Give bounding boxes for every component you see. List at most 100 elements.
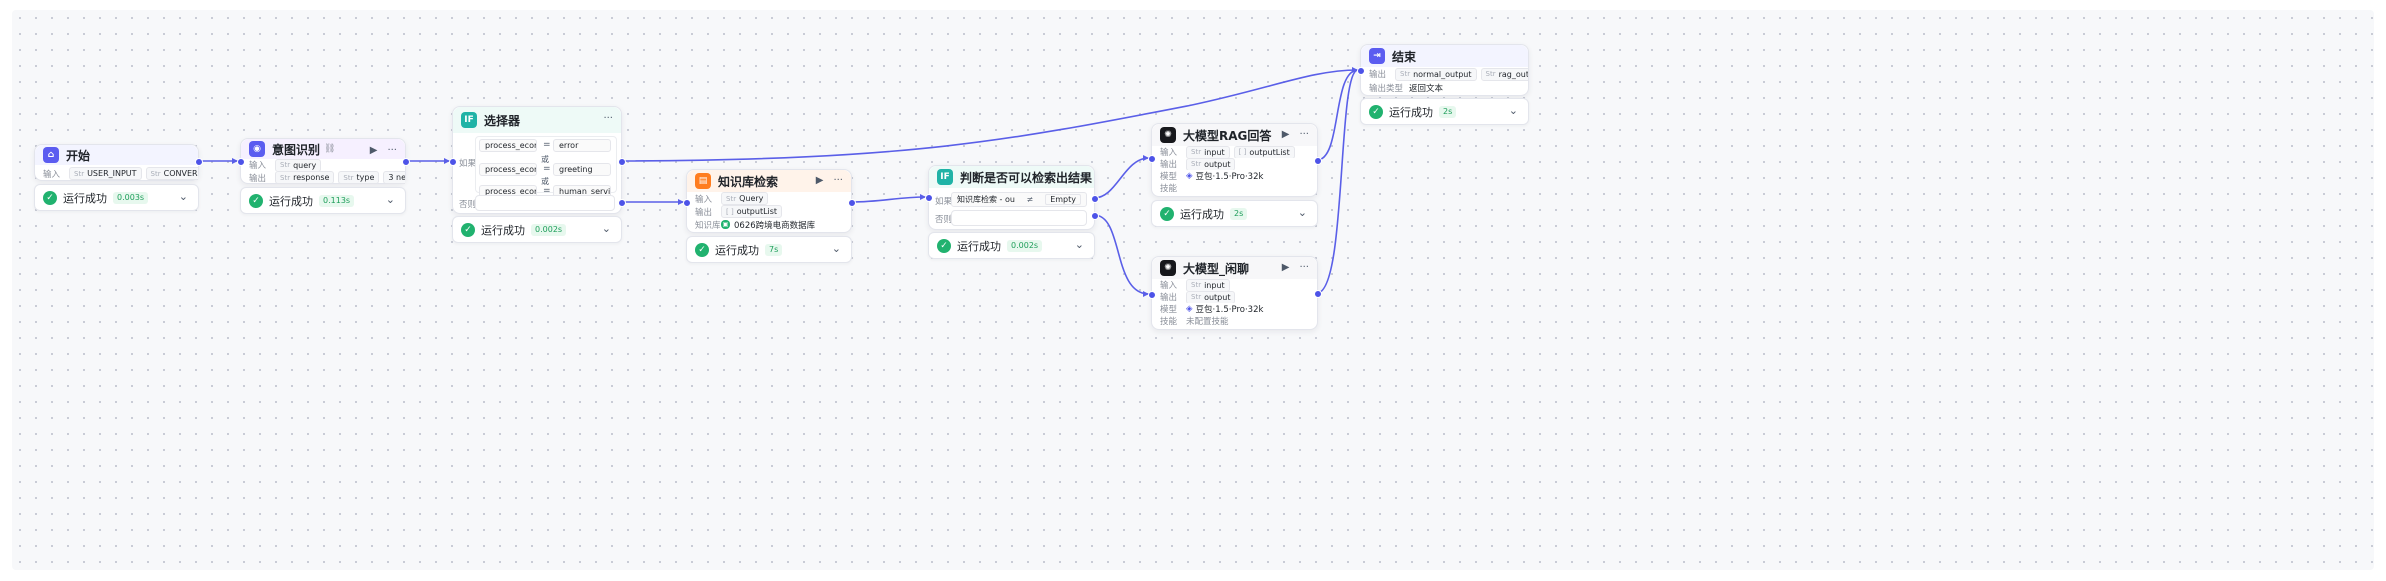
status-text: 运行成功 xyxy=(269,194,313,208)
more-icon[interactable]: ··· xyxy=(603,113,613,124)
time-badge: 7s xyxy=(765,243,783,256)
input-port[interactable] xyxy=(1357,67,1365,75)
output-port-else[interactable] xyxy=(1091,212,1099,220)
input-port[interactable] xyxy=(237,158,245,166)
node-title: 选择器 xyxy=(484,113,521,128)
field-label: 输出 xyxy=(249,173,267,184)
run-status-rag[interactable]: ✓ 运行成功 2s ⌄ xyxy=(1151,200,1318,227)
run-status-kb[interactable]: ✓ 运行成功 7s ⌄ xyxy=(686,236,852,263)
run-status-judge[interactable]: ✓ 运行成功 0.002s ⌄ xyxy=(928,232,1095,259)
run-icon[interactable]: ▶ xyxy=(369,145,378,156)
arrow-intent xyxy=(232,158,238,164)
field-label: 输入 xyxy=(1160,148,1178,158)
condition-left[interactable]: process_ecomm... xyxy=(479,139,537,152)
model-name: 豆包·1.5·Pro·32k xyxy=(1195,172,1264,182)
else-box xyxy=(475,195,615,211)
output-port-if[interactable] xyxy=(1091,195,1099,203)
output-port-if[interactable] xyxy=(618,158,626,166)
param-tag: [ ]outputList xyxy=(1233,146,1295,158)
input-port[interactable] xyxy=(925,194,933,202)
chevron-down-icon[interactable]: ⌄ xyxy=(385,193,395,206)
check-icon: ✓ xyxy=(1369,104,1383,119)
field-label: 输入 xyxy=(695,194,713,205)
edge-layer xyxy=(198,67,1359,297)
run-status-selector[interactable]: ✓ 运行成功 0.002s ⌄ xyxy=(452,216,622,243)
condition-label: 如果 xyxy=(935,197,953,207)
if-icon: IF xyxy=(937,169,953,185)
node-judge[interactable]: IF 判断是否可以检索出结果 ··· 如果 知识库检索 - ou... ≠ Em… xyxy=(928,165,1095,230)
input-port[interactable] xyxy=(449,158,457,166)
condition-row[interactable]: 知识库检索 - ou... ≠ Empty xyxy=(951,192,1087,207)
model-icon: ◈ xyxy=(1186,304,1193,314)
chevron-down-icon[interactable]: ⌄ xyxy=(178,190,188,203)
output-port-else[interactable] xyxy=(618,199,626,207)
input-port[interactable] xyxy=(683,199,691,207)
node-selector[interactable]: IF 选择器 ··· 如果 process_ecomm... = error 或… xyxy=(452,106,622,214)
more-icon[interactable]: ··· xyxy=(387,145,397,156)
output-type-value: 返回文本 xyxy=(1409,83,1444,94)
run-status-start[interactable]: ✓ 运行成功 0.003s ⌄ xyxy=(34,184,199,211)
or-label: 或 xyxy=(541,177,549,186)
input-port[interactable] xyxy=(1148,155,1156,163)
edge-judge-chat xyxy=(1093,214,1150,295)
more-icon[interactable]: ··· xyxy=(833,175,843,186)
field-label: 输出 xyxy=(1160,293,1178,303)
arrow-kb xyxy=(678,199,684,205)
condition-op: = xyxy=(543,164,551,174)
time-badge: 0.002s xyxy=(531,223,567,236)
field-label: 模型 xyxy=(1160,172,1178,182)
node-title: 判断是否可以检索出结果 xyxy=(960,170,1093,185)
status-text: 运行成功 xyxy=(481,223,525,237)
chevron-down-icon[interactable]: ⌄ xyxy=(1297,206,1307,219)
node-title: 知识库检索 xyxy=(718,174,779,189)
status-text: 运行成功 xyxy=(1180,207,1224,221)
condition-right[interactable]: error xyxy=(553,139,611,152)
run-status-end[interactable]: ✓ 运行成功 2s ⌄ xyxy=(1360,98,1529,125)
chevron-down-icon[interactable]: ⌄ xyxy=(831,242,841,255)
more-icon[interactable]: ··· xyxy=(1299,262,1309,273)
output-port[interactable] xyxy=(848,199,856,207)
output-port[interactable] xyxy=(1314,290,1322,298)
condition-left[interactable]: process_ecomm... xyxy=(479,163,537,176)
output-port[interactable] xyxy=(195,158,203,166)
more-icon[interactable]: ··· xyxy=(1299,129,1309,140)
arrow-end xyxy=(1352,67,1358,73)
status-text: 运行成功 xyxy=(63,191,107,205)
input-port[interactable] xyxy=(1148,291,1156,299)
run-icon[interactable]: ▶ xyxy=(1281,262,1290,273)
edge-judge-rag xyxy=(1093,157,1150,199)
more-icon[interactable]: ··· xyxy=(1076,171,1086,182)
run-icon[interactable]: ▶ xyxy=(1281,129,1290,140)
run-status-intent[interactable]: ✓ 运行成功 0.113s ⌄ xyxy=(240,187,406,214)
condition-right[interactable]: greeting xyxy=(553,163,611,176)
check-icon: ✓ xyxy=(249,193,263,208)
chevron-down-icon[interactable]: ⌄ xyxy=(1074,238,1084,251)
check-icon: ✓ xyxy=(1160,206,1174,221)
node-title: 结束 xyxy=(1392,49,1417,64)
edge-kb-judge xyxy=(850,196,927,203)
chevron-down-icon[interactable]: ⌄ xyxy=(1508,104,1518,117)
run-icon[interactable]: ▶ xyxy=(815,175,824,186)
output-port[interactable] xyxy=(1314,157,1322,165)
link-icon: ⛓ xyxy=(324,144,336,154)
skill-value: 未配置技能 xyxy=(1186,317,1229,327)
chevron-down-icon[interactable]: ⌄ xyxy=(601,222,611,235)
output-port[interactable] xyxy=(402,158,410,166)
openai-icon: ✺ xyxy=(1160,260,1176,276)
if-icon: IF xyxy=(461,112,477,128)
edge-rag-end xyxy=(1316,69,1359,161)
edge-chat-end xyxy=(1316,69,1359,294)
